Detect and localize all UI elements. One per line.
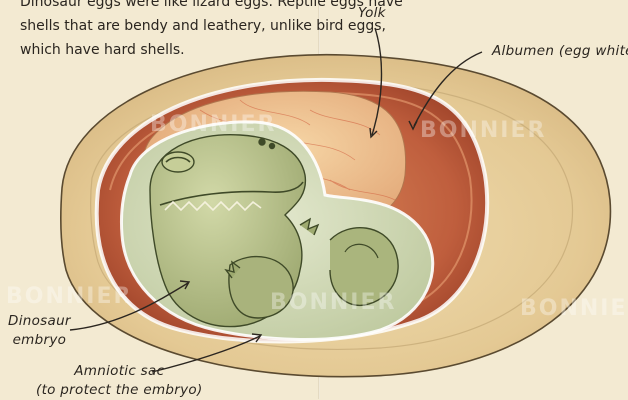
amniotic-sac-label-line: Amniotic sac (36, 362, 203, 381)
watermark: BONNIER (270, 290, 396, 315)
embryo-label-line: embryo (8, 331, 71, 350)
amniotic-sac-label: Amniotic sac (to protect the embryo) (36, 362, 203, 400)
watermark: BONNIER (420, 118, 546, 143)
embryo-label: Dinosaur embryo (8, 312, 71, 350)
watermark: BONNIER (6, 284, 132, 309)
albumen-label: Albumen (egg white) (492, 42, 628, 61)
amniotic-sac-label-line: (to protect the embryo) (36, 381, 203, 400)
embryo-label-line: Dinosaur (8, 312, 71, 331)
watermark: BONNIER (520, 296, 628, 321)
watermark: BONNIER (150, 112, 276, 137)
yolk-label: Yolk (358, 4, 386, 23)
